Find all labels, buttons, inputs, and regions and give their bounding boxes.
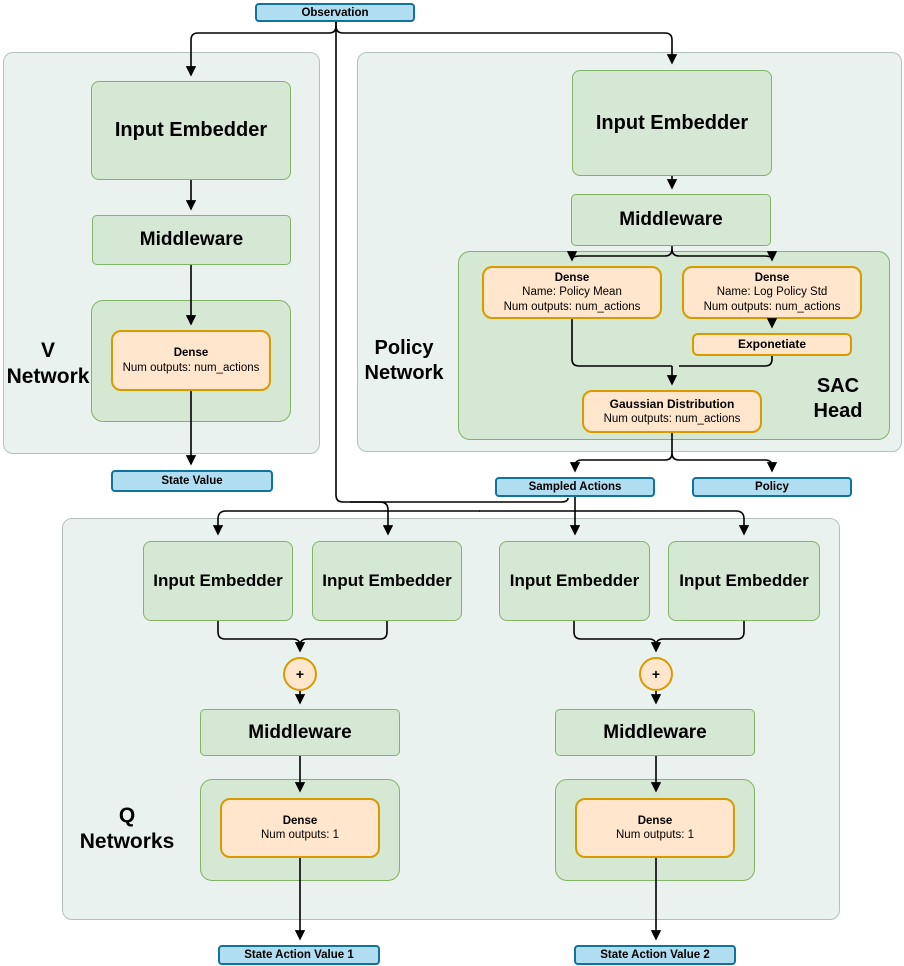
v-middleware: Middleware xyxy=(92,215,291,265)
q1-middleware: Middleware xyxy=(200,709,400,756)
dense-policy-mean-name: Name: Policy Mean xyxy=(522,286,622,299)
dense-policy-mean-outputs: Num outputs: num_actions xyxy=(503,300,641,313)
state-action-value-1-node: State Action Value 1 xyxy=(218,945,380,965)
q2-action-input-embedder: Input Embedder xyxy=(668,541,820,621)
q2-dense-title: Dense xyxy=(637,814,673,827)
sampled-actions-node: Sampled Actions xyxy=(495,477,655,497)
q2-sum-node: + xyxy=(639,657,673,691)
q2-state-input-embedder: Input Embedder xyxy=(499,541,650,621)
gaussian-title: Gaussian Distribution xyxy=(609,396,735,411)
policy-input-embedder: Input Embedder xyxy=(572,70,772,176)
q1-dense-title: Dense xyxy=(282,814,318,827)
dense-log-policy-std-title: Dense xyxy=(754,271,790,284)
v-dense-node: Dense Num outputs: num_actions xyxy=(111,330,271,391)
q1-sum-node: + xyxy=(283,657,317,691)
exponentiate-label: Exponetiate xyxy=(737,337,806,351)
dense-log-policy-std-name: Name: Log Policy Std xyxy=(716,286,828,299)
gaussian-outputs: Num outputs: num_actions xyxy=(603,412,741,425)
dense-log-policy-std-node: Dense Name: Log Policy Std Num outputs: … xyxy=(682,266,862,319)
policy-output-node: Policy xyxy=(692,477,852,497)
gaussian-distribution-node: Gaussian Distribution Num outputs: num_a… xyxy=(582,390,762,433)
sac-head-label: SAC Head xyxy=(813,375,863,422)
v-input-embedder: Input Embedder xyxy=(91,81,291,180)
dense-policy-mean-title: Dense xyxy=(554,271,590,284)
q1-dense-outputs: Num outputs: 1 xyxy=(261,829,339,841)
exponentiate-node: Exponetiate xyxy=(692,333,852,356)
q1-action-input-embedder: Input Embedder xyxy=(312,541,462,621)
observation-node: Observation xyxy=(255,3,415,22)
q1-state-input-embedder: Input Embedder xyxy=(143,541,293,621)
v-network-label: V Network xyxy=(6,339,90,389)
v-dense-outputs: Num outputs: num_actions xyxy=(122,361,260,374)
q2-middleware: Middleware xyxy=(555,709,755,756)
state-value-node: State Value xyxy=(111,470,273,492)
v-dense-title: Dense xyxy=(173,347,209,360)
q-networks-label: Q Networks xyxy=(79,804,175,854)
q1-dense-node: Dense Num outputs: 1 xyxy=(220,798,380,858)
q2-dense-outputs: Num outputs: 1 xyxy=(616,829,694,841)
dense-log-policy-std-outputs: Num outputs: num_actions xyxy=(703,300,841,313)
state-action-value-2-node: State Action Value 2 xyxy=(574,945,736,965)
q2-dense-node: Dense Num outputs: 1 xyxy=(575,798,735,858)
policy-middleware: Middleware xyxy=(571,194,771,246)
dense-policy-mean-node: Dense Name: Policy Mean Num outputs: num… xyxy=(482,266,662,319)
policy-network-label: Policy Network xyxy=(364,337,444,384)
